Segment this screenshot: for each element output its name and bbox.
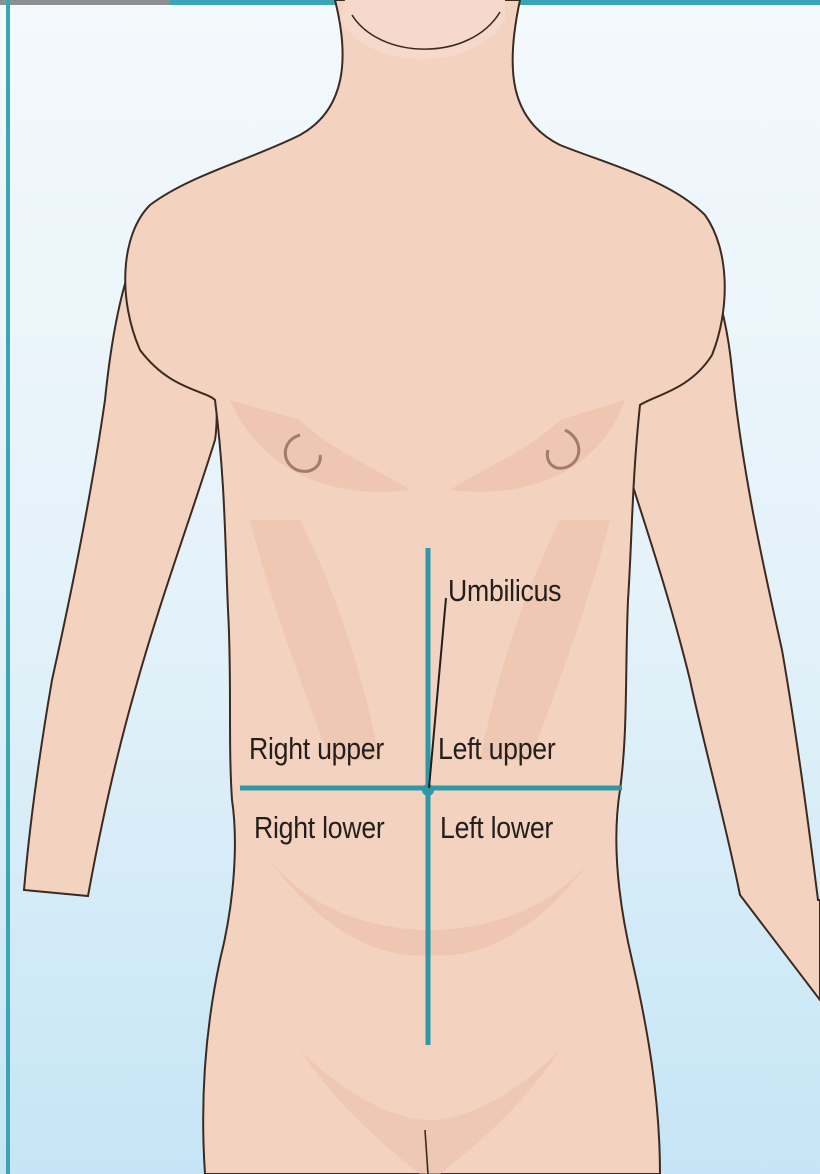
- umbilicus-point: [422, 784, 434, 796]
- label-umbilicus: Umbilicus: [448, 575, 561, 606]
- label-left-lower: Left lower: [440, 812, 553, 843]
- label-right-upper: Right upper: [249, 733, 384, 764]
- frame-top-gray: [0, 0, 170, 5]
- label-left-upper: Left upper: [438, 733, 555, 764]
- label-right-lower: Right lower: [254, 812, 385, 843]
- frame-left: [6, 0, 10, 1174]
